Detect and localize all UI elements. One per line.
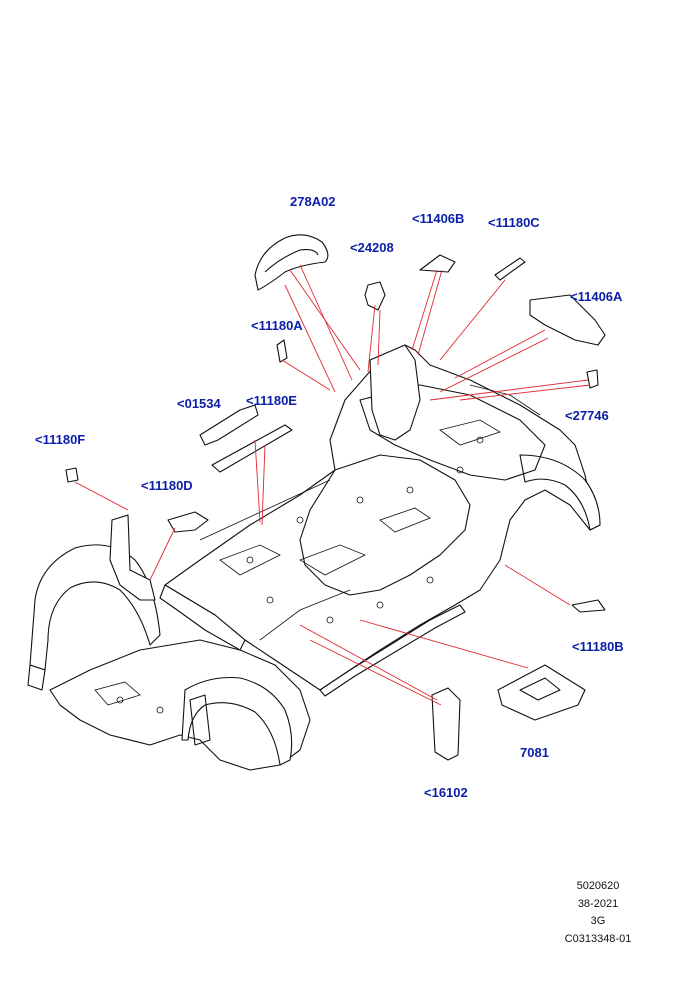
callout-11180C[interactable]: <11180C bbox=[488, 215, 540, 230]
callout-7081[interactable]: 7081 bbox=[520, 745, 549, 760]
part-278A02 bbox=[254, 234, 329, 291]
right-wheel-arch bbox=[519, 454, 601, 531]
rear-wheel-well bbox=[181, 676, 293, 766]
callout-11180D[interactable]: <11180D bbox=[141, 478, 193, 493]
callout-11180E[interactable]: <11180E bbox=[246, 393, 297, 408]
callout-11180B[interactable]: <11180B bbox=[572, 639, 624, 654]
part-11406B bbox=[419, 254, 456, 273]
part-11406A bbox=[529, 294, 606, 346]
callout-11406A[interactable]: <11406A bbox=[570, 289, 623, 304]
part-11180B bbox=[571, 599, 606, 613]
part-7081 bbox=[497, 664, 586, 721]
callout-11406B[interactable]: <11406B bbox=[412, 211, 465, 226]
leader-lines bbox=[74, 264, 591, 706]
part-11180A bbox=[276, 339, 288, 363]
part-11180E bbox=[211, 424, 293, 473]
callout-11180A[interactable]: <11180A bbox=[251, 318, 303, 333]
callout-278A02[interactable]: 278A02 bbox=[290, 194, 336, 209]
rear-bulkhead bbox=[369, 344, 421, 441]
callout-16102[interactable]: <16102 bbox=[424, 785, 468, 800]
diagram-date: 38-2021 bbox=[577, 898, 619, 910]
callout-24208[interactable]: <24208 bbox=[350, 240, 394, 255]
diagram-variant: 3G bbox=[590, 915, 606, 927]
callout-01534[interactable]: <01534 bbox=[177, 396, 221, 411]
side-sill bbox=[159, 584, 246, 651]
part-16102 bbox=[431, 687, 461, 761]
part-11180C bbox=[494, 257, 526, 281]
callout-11180F[interactable]: <11180F bbox=[35, 432, 86, 447]
part-11180D bbox=[167, 511, 209, 533]
part-24208 bbox=[364, 281, 386, 311]
callout-27746[interactable]: <27746 bbox=[565, 408, 609, 423]
diagram-code: 5020620 bbox=[576, 880, 620, 892]
part-11180F bbox=[65, 467, 79, 483]
pillar-panel bbox=[109, 514, 156, 601]
rear-seat-pan bbox=[359, 384, 546, 481]
vent-grille bbox=[189, 694, 211, 746]
part-27746 bbox=[586, 369, 599, 389]
part-01534 bbox=[199, 404, 259, 446]
diagram-reference: C0313348-01 bbox=[564, 933, 632, 945]
centre-tunnel bbox=[299, 454, 471, 596]
